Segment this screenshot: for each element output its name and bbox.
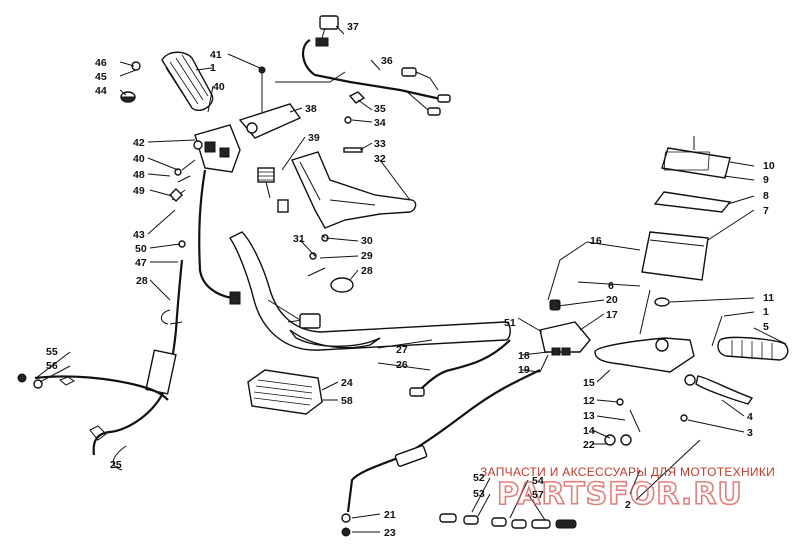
brake-lever-assembly xyxy=(594,289,789,433)
callout-52: 52 xyxy=(473,472,485,484)
callout-8: 8 xyxy=(763,190,769,202)
callout-6: 6 xyxy=(608,280,614,292)
callout-2: 2 xyxy=(625,499,631,511)
watermark-text: ЗАПЧАСТИ И АКСЕССУАРЫ ДЛЯ МОТОТЕХНИКИ xyxy=(480,465,775,479)
callout-46: 46 xyxy=(95,57,107,69)
callout-1-left: 1 xyxy=(210,62,216,74)
callout-50: 50 xyxy=(135,243,147,255)
switch-39 xyxy=(257,167,289,213)
callout-15: 15 xyxy=(583,377,595,389)
callout-49: 49 xyxy=(133,185,145,197)
callout-22: 22 xyxy=(583,439,595,451)
throttle-housing-17 xyxy=(341,299,591,537)
watermark-logo: PARTSFOR.RU xyxy=(497,477,743,512)
brake-line-55 xyxy=(17,373,169,401)
callout-1-right: 1 xyxy=(763,306,769,318)
control-unit-58 xyxy=(247,369,323,415)
leader-lines xyxy=(35,25,787,533)
callout-23: 23 xyxy=(384,527,396,539)
callout-11: 11 xyxy=(763,292,774,304)
callout-27: 27 xyxy=(396,344,408,356)
handlebar xyxy=(228,231,511,351)
wire-26 xyxy=(409,339,511,397)
throttle-cable-47 xyxy=(89,240,186,456)
callout-19: 19 xyxy=(518,364,530,376)
callout-25: 25 xyxy=(110,459,122,471)
callout-55: 55 xyxy=(46,346,58,358)
harness-36 xyxy=(302,15,451,116)
callout-41: 41 xyxy=(210,49,222,61)
callout-14: 14 xyxy=(583,425,595,437)
callout-42: 42 xyxy=(133,137,145,149)
callout-48: 48 xyxy=(133,169,145,181)
callout-47: 47 xyxy=(135,257,147,269)
callout-10: 10 xyxy=(763,160,775,172)
callout-26: 26 xyxy=(396,359,408,371)
master-cylinder xyxy=(641,136,732,307)
callout-33: 33 xyxy=(374,138,386,150)
callout-43: 43 xyxy=(133,229,145,241)
callout-58: 58 xyxy=(341,395,353,407)
callout-34: 34 xyxy=(374,117,386,129)
callout-12: 12 xyxy=(583,395,595,407)
callout-5: 5 xyxy=(763,321,769,333)
screw-34-35 xyxy=(344,91,366,124)
clip-28-31 xyxy=(307,234,354,293)
left-switch-housing xyxy=(169,124,241,305)
callout-39: 39 xyxy=(308,132,320,144)
callout-31: 31 xyxy=(293,233,305,245)
callout-56: 56 xyxy=(46,360,58,372)
watermark: ЗАПЧАСТИ И АКСЕССУАРЫ ДЛЯ МОТОТЕХНИКИ PA… xyxy=(480,465,775,513)
console-32 xyxy=(291,147,417,229)
callout-36: 36 xyxy=(381,55,393,67)
callout-7: 7 xyxy=(763,205,769,217)
callout-29: 29 xyxy=(361,250,373,262)
callout-18: 18 xyxy=(518,350,530,362)
fittings-52-57 xyxy=(439,434,632,529)
callout-21: 21 xyxy=(384,509,396,521)
callout-57: 57 xyxy=(532,489,544,501)
callout-17: 17 xyxy=(606,309,618,321)
callout-4: 4 xyxy=(747,411,753,423)
callout-38: 38 xyxy=(305,103,317,115)
callout-16: 16 xyxy=(590,235,602,247)
callout-32: 32 xyxy=(374,153,386,165)
callout-labels: 1 1 2 3 4 5 6 7 8 9 10 11 12 13 14 15 16… xyxy=(46,21,775,539)
callout-13: 13 xyxy=(583,410,595,422)
callout-20: 20 xyxy=(606,294,618,306)
callout-35: 35 xyxy=(374,103,386,115)
callout-28-left: 28 xyxy=(136,275,148,287)
callout-28-right: 28 xyxy=(361,265,373,277)
callout-53: 53 xyxy=(473,488,485,500)
callout-51: 51 xyxy=(504,317,516,329)
callout-44: 44 xyxy=(95,85,107,97)
callout-9: 9 xyxy=(763,174,769,186)
callout-3: 3 xyxy=(747,427,753,439)
callout-30: 30 xyxy=(361,235,373,247)
bracket-38 xyxy=(238,66,346,139)
callout-40-top: 40 xyxy=(213,81,225,93)
left-grip xyxy=(120,51,214,112)
callout-45: 45 xyxy=(95,71,107,83)
callout-24: 24 xyxy=(341,377,353,389)
callout-40-side: 40 xyxy=(133,153,145,165)
callout-54: 54 xyxy=(532,475,544,487)
callout-37: 37 xyxy=(347,21,359,33)
